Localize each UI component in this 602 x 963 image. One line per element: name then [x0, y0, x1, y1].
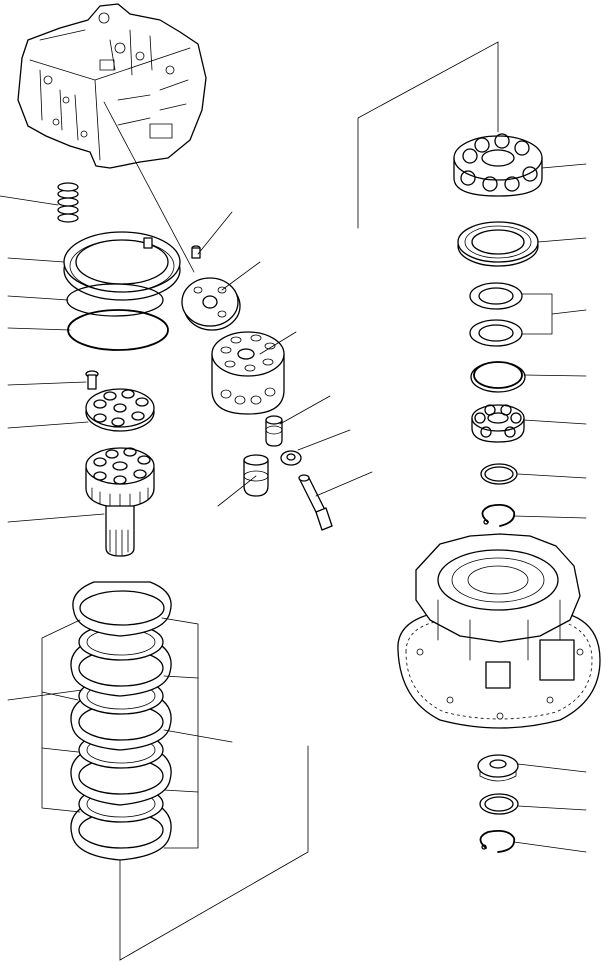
ring-icon	[485, 467, 513, 481]
gear-shaft-icon	[86, 448, 154, 556]
pin-icon	[192, 246, 200, 258]
washer-icon	[281, 451, 301, 465]
plunger-icon	[266, 416, 282, 446]
ring-icon	[479, 288, 513, 304]
leader-lines	[0, 42, 586, 960]
bolt-icon	[86, 371, 98, 389]
valve-body-icon	[18, 4, 206, 168]
ring-icon	[470, 283, 522, 309]
ring-icon	[479, 325, 513, 341]
ring-icon	[481, 464, 517, 484]
cylinder-block-icon	[212, 332, 284, 414]
ring-icon	[471, 362, 525, 392]
disc-stack-icon	[71, 582, 171, 860]
seal-icon	[478, 755, 518, 781]
pin-icon	[299, 475, 332, 530]
ring-icon	[485, 797, 513, 811]
bearing-icon	[454, 134, 542, 196]
ring-icon	[480, 794, 518, 814]
ring-icon	[470, 320, 522, 346]
housing-icon	[398, 534, 600, 728]
piston-icon	[244, 455, 268, 496]
ring-gear-icon	[64, 232, 180, 300]
circlip-icon	[480, 831, 514, 852]
circlip-icon	[482, 505, 514, 526]
seal-icon	[458, 222, 538, 266]
bearing-icon	[472, 405, 524, 442]
spring-icon	[58, 183, 78, 222]
plate-icon	[86, 389, 154, 431]
plate-icon	[182, 278, 240, 330]
